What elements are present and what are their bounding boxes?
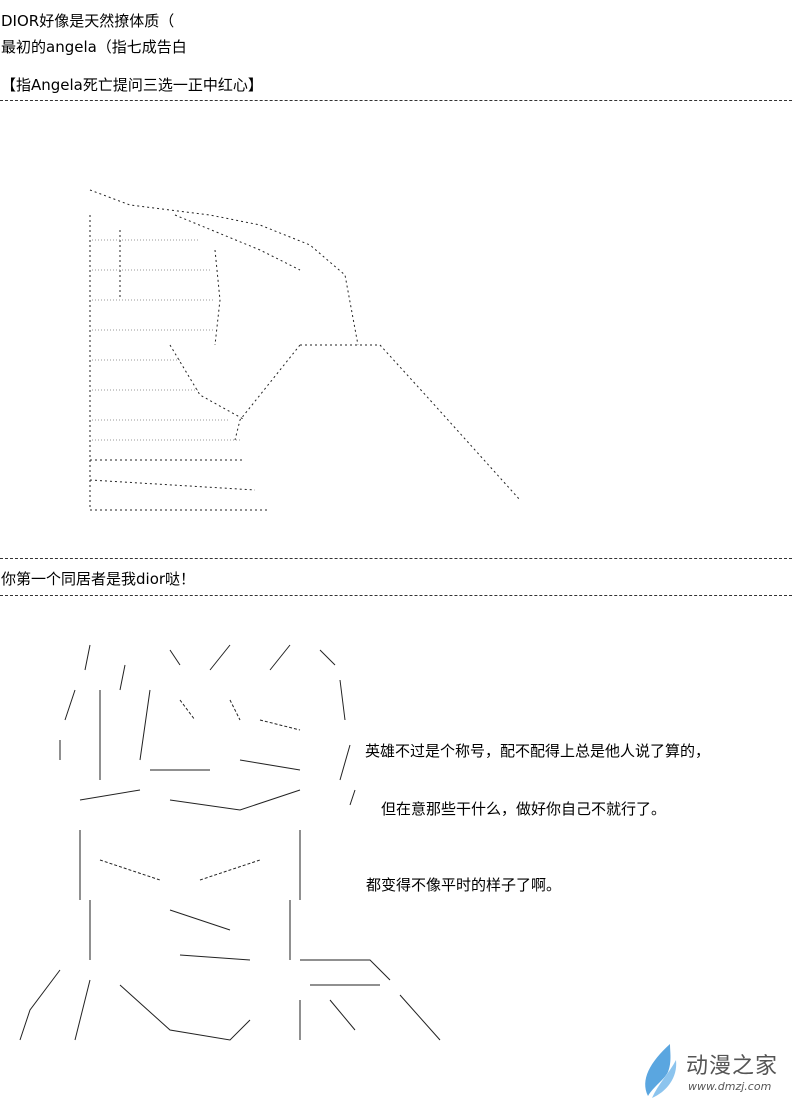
ascii-art-face — [19, 644, 441, 1041]
speech-line-3: 都变得不像平时的样子了啊。 — [366, 876, 562, 894]
divider — [0, 595, 792, 596]
watermark-url: www.dmzj.com — [688, 1080, 772, 1093]
section-caption: 你第一个同居者是我dior哒！ — [1, 570, 196, 588]
ascii-art-dots — [92, 239, 240, 441]
watermark-logo: 动漫之家 www.dmzj.com — [640, 1042, 800, 1102]
divider — [0, 100, 792, 101]
speech-line-2: 但在意那些干什么，做好你自己不就行了。 — [381, 800, 667, 818]
intro-line-2: 最初的angela（指七成告白 — [1, 38, 187, 56]
intro-line-3: 【指Angela死亡提问三选一正中红心】 — [1, 76, 263, 94]
ascii-art-hair-strands — [99, 699, 301, 881]
intro-line-1: DIOR好像是天然撩体质（ — [1, 12, 175, 30]
divider — [0, 558, 792, 559]
ascii-art-hand — [89, 189, 521, 511]
speech-line-1: 英雄不过是个称号，配不配得上总是他人说了算的， — [365, 742, 711, 760]
flame-logo-icon — [645, 1044, 677, 1098]
watermark-name: 动漫之家 — [686, 1054, 779, 1079]
